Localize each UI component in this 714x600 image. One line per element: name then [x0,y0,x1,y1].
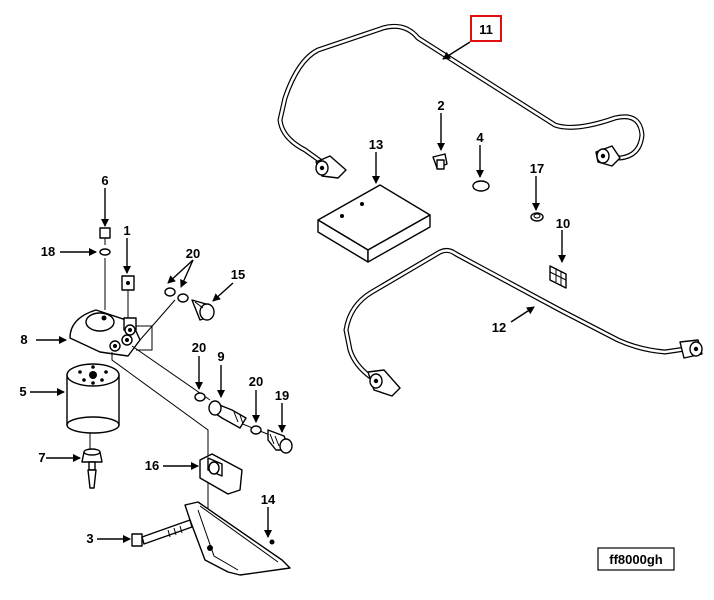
callout-4: 4 [476,130,484,145]
callout-19: 19 [275,388,289,403]
screw-6 [99,227,111,245]
callout-11-highlight [470,15,502,42]
callout-2: 2 [437,98,444,113]
bracket-14 [184,501,291,576]
callout-6: 6 [101,173,108,188]
reference-code: ff8000gh [597,547,675,571]
nut-17 [530,212,544,222]
callout-13: 13 [369,137,383,152]
fitting-lower-left [367,369,401,397]
long-bolt-3 [131,519,193,547]
fitting-right [595,145,621,167]
fuel-filter [66,363,120,434]
callout-18: 18 [41,244,55,259]
callout-3: 3 [86,531,93,546]
reference-code-text: ff8000gh [609,552,663,567]
callout-1: 1 [123,223,130,238]
o-ring-20-mid [194,392,206,402]
callout-9: 9 [217,349,224,364]
callout-7: 7 [38,450,45,465]
fuel-line-lower [343,247,703,397]
callout-20-right: 20 [249,374,263,389]
bolt-2 [432,153,448,170]
connector-9 [208,400,247,429]
mounting-plate [317,184,431,263]
o-ring-20-right [250,425,262,435]
washer-18 [99,248,111,256]
fitting-19 [267,429,293,454]
fitting-lower-right [679,339,703,359]
banjo-bolt-15 [191,299,215,321]
callout-14: 14 [261,492,276,507]
clamp-16 [199,453,243,495]
o-rings-20-upper [164,287,189,303]
leader-arrows [30,41,566,543]
callout-20-upper: 20 [186,246,200,261]
fuel-line-upper [277,23,645,179]
filter-head [69,309,141,357]
callout-15: 15 [231,267,245,282]
callout-labels: 11 2 4 13 17 10 12 6 18 1 20 15 8 5 7 20… [19,15,570,546]
drain-valve-7 [81,448,103,489]
callout-11: 11 [479,22,493,37]
callout-5: 5 [19,384,26,399]
fitting-left [315,155,347,179]
clip-10 [549,265,567,289]
callout-20-mid: 20 [192,340,206,355]
callout-12: 12 [492,320,506,335]
callout-8: 8 [20,332,27,347]
screw-1 [121,275,135,300]
callout-10: 10 [556,216,570,231]
assembly-guide-lines [89,258,283,548]
callout-16: 16 [145,458,159,473]
callout-17: 17 [530,161,544,176]
o-ring-4 [472,180,490,192]
